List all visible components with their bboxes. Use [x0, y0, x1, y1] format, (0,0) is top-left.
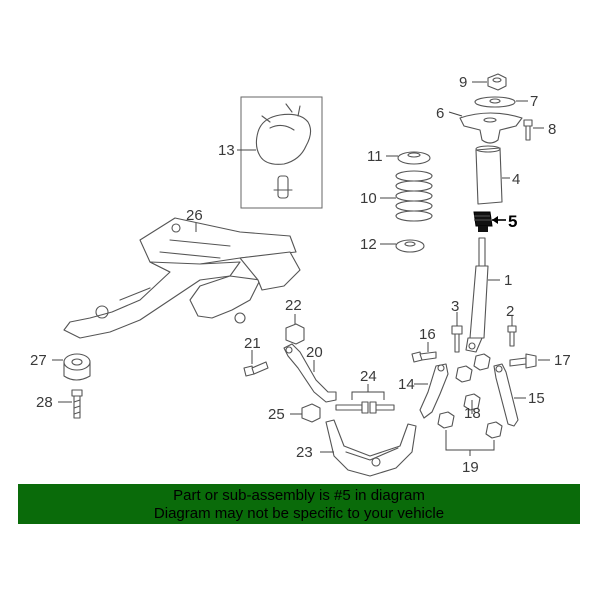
part-8-bolt: [523, 119, 533, 141]
callout-12: 12: [360, 236, 377, 253]
callout-9: 9: [459, 74, 467, 91]
part-25-nut: [301, 403, 321, 423]
part-19-nuts: [437, 411, 503, 439]
callout-22: 22: [285, 297, 302, 314]
part-6-upper-mount: [459, 112, 523, 144]
part-23-lower-control-arm: [325, 419, 417, 477]
part-28-bolt: [71, 389, 83, 419]
banner-line-1: Part or sub-assembly is #5 in diagram: [173, 487, 425, 504]
callout-23: 23: [296, 444, 313, 461]
callout-20: 20: [306, 344, 323, 361]
callout-21: 21: [244, 335, 261, 352]
callout-13: 13: [218, 142, 235, 159]
callout-19: 19: [462, 459, 479, 476]
callout-4: 4: [512, 171, 520, 188]
callout-5: 5: [508, 212, 517, 231]
part-18-nuts: [455, 353, 491, 411]
callout-11: 11: [367, 148, 383, 165]
info-banner: Part or sub-assembly is #5 in diagram Di…: [18, 484, 580, 524]
part-27-bushing: [63, 353, 91, 381]
part-7-washer: [474, 96, 516, 108]
part-2-bolt: [507, 325, 517, 347]
callout-10: 10: [360, 190, 377, 207]
part-10-coil-spring: [395, 170, 433, 222]
callout-24: 24: [360, 368, 377, 385]
part-13-box: [240, 96, 323, 209]
callout-18: 18: [464, 405, 481, 422]
callout-3: 3: [451, 298, 459, 315]
part-1-shock-absorber: [465, 237, 489, 353]
part-3-bolt: [451, 325, 463, 353]
callout-27: 27: [30, 352, 47, 369]
part-11-spring-isolator: [397, 151, 431, 165]
banner-line-2: Diagram may not be specific to your vehi…: [153, 505, 445, 522]
part-16-bolt: [411, 351, 437, 363]
part-22-nut: [285, 323, 305, 345]
part-24-bolts: [335, 401, 395, 414]
part-20-lateral-link: [283, 343, 337, 403]
callout-17: 17: [554, 352, 571, 369]
callout-1: 1: [504, 272, 512, 289]
part-14-toe-link: [419, 363, 449, 419]
part-4-dust-boot: [475, 145, 503, 205]
part-12-spring-isolator: [395, 239, 425, 253]
callout-8: 8: [548, 121, 556, 138]
part-17-bolt: [509, 353, 537, 369]
callout-28: 28: [36, 394, 53, 411]
callout-26: 26: [186, 207, 203, 224]
callout-7: 7: [530, 93, 538, 110]
callout-16: 16: [419, 326, 436, 343]
callout-15: 15: [528, 390, 545, 407]
part-21-bolt: [243, 361, 269, 377]
callout-6: 6: [436, 105, 444, 122]
part-5-jounce-bumper: [473, 211, 493, 232]
part-26-subframe: [63, 217, 301, 339]
callout-14: 14: [398, 376, 415, 393]
part-13-differential: [255, 103, 312, 199]
callout-2: 2: [506, 303, 514, 320]
part-9-nut: [487, 73, 507, 91]
part-15-link: [493, 363, 519, 427]
callout-25: 25: [268, 406, 285, 423]
